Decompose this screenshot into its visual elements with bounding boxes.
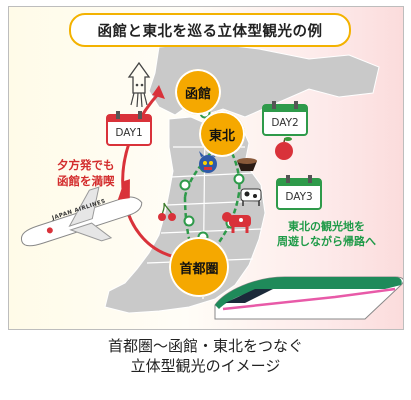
diagram-panel: 函館と東北を巡る立体型観光の例 函館 東北 首都圏 DAY1 DAY2 DAY3… xyxy=(8,6,404,330)
squid-icon xyxy=(127,61,151,108)
airplane-icon xyxy=(20,179,143,247)
annotation-evening-departure: 夕方発でも 函館を満喫 xyxy=(57,158,115,188)
node-shutoken: 首都圏 xyxy=(169,237,229,297)
akabeko-icon xyxy=(222,212,251,233)
node-tohoku: 東北 xyxy=(199,111,245,157)
namahage-mask-icon xyxy=(199,151,217,173)
shinkansen-icon xyxy=(214,276,403,320)
figure-caption: 首都圏～函館・東北をつなぐ 立体型観光のイメージ xyxy=(0,336,411,376)
day3-label: DAY3 xyxy=(285,191,313,203)
day1-calendar-icon xyxy=(106,111,152,146)
soba-bowl-icon xyxy=(237,158,257,171)
diagram-title: 函館と東北を巡る立体型観光の例 xyxy=(69,13,351,47)
cow-icon xyxy=(240,188,262,206)
caption-line-2: 立体型観光のイメージ xyxy=(130,357,281,375)
node-hakodate: 函館 xyxy=(175,69,221,115)
day2-calendar-icon xyxy=(262,101,308,136)
day2-label: DAY2 xyxy=(271,117,299,129)
annotation-tohoku-tour: 東北の観光地を 周遊しながら帰路へ xyxy=(277,220,376,248)
day3-calendar-icon xyxy=(276,175,322,210)
cherry-icon xyxy=(158,202,176,221)
caption-line-1: 首都圏～函館・東北をつなぐ xyxy=(107,337,303,355)
day1-label: DAY1 xyxy=(115,127,143,139)
apple-icon xyxy=(275,137,293,160)
